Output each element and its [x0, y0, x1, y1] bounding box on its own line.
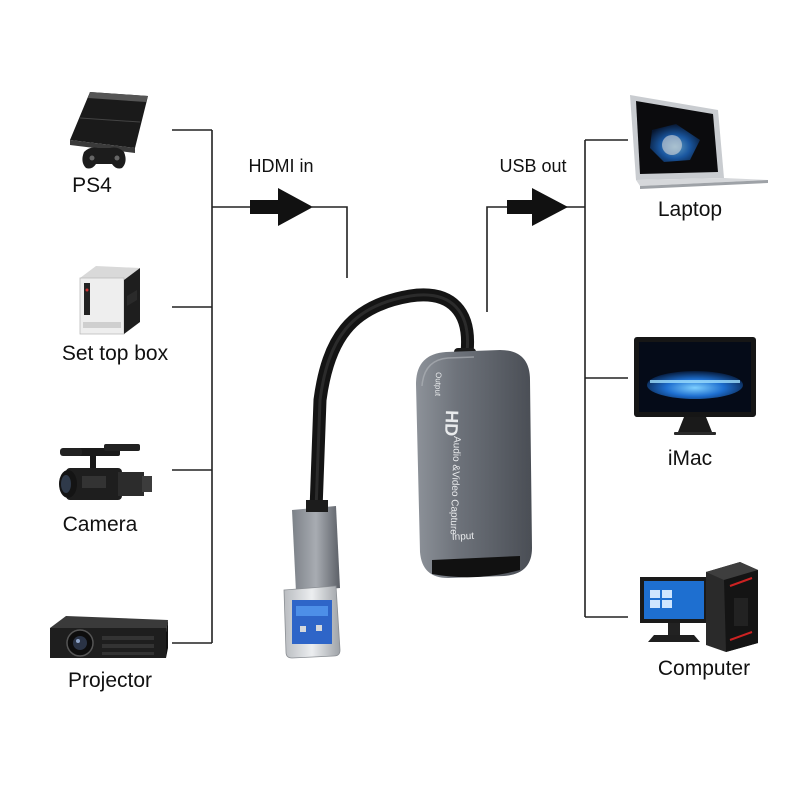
set-top-box-icon — [79, 266, 140, 335]
device-input-port-text: Input — [452, 531, 475, 543]
device-label-computer: Computer — [657, 657, 751, 680]
device-label-projector: Projector — [67, 669, 153, 692]
imac-icon — [634, 337, 756, 435]
connector-lines — [172, 129, 628, 644]
device-label-imac: iMac — [667, 447, 713, 470]
device-label-ps4: PS4 — [72, 174, 112, 197]
hdmi-in-label: HDMI in — [248, 156, 314, 176]
usb-out-arrow — [507, 188, 568, 226]
hdmi-usb-capture-card-icon — [283, 288, 532, 659]
desktop-computer-icon — [640, 562, 758, 652]
hdmi-in-arrow — [250, 188, 313, 226]
device-product-text: Audio &Video Capture — [448, 436, 462, 536]
usb-out-label: USB out — [499, 156, 567, 176]
device-output-port-text: Output — [433, 372, 443, 397]
device-label-set-top-box: Set top box — [61, 342, 169, 365]
video-camera-icon — [59, 444, 152, 500]
device-label-laptop: Laptop — [657, 198, 723, 221]
game-console-icon — [70, 92, 148, 169]
laptop-icon — [630, 95, 768, 189]
device-label-camera: Camera — [62, 513, 138, 536]
projector-icon — [50, 616, 168, 658]
device-brand-text: HD — [441, 410, 462, 437]
